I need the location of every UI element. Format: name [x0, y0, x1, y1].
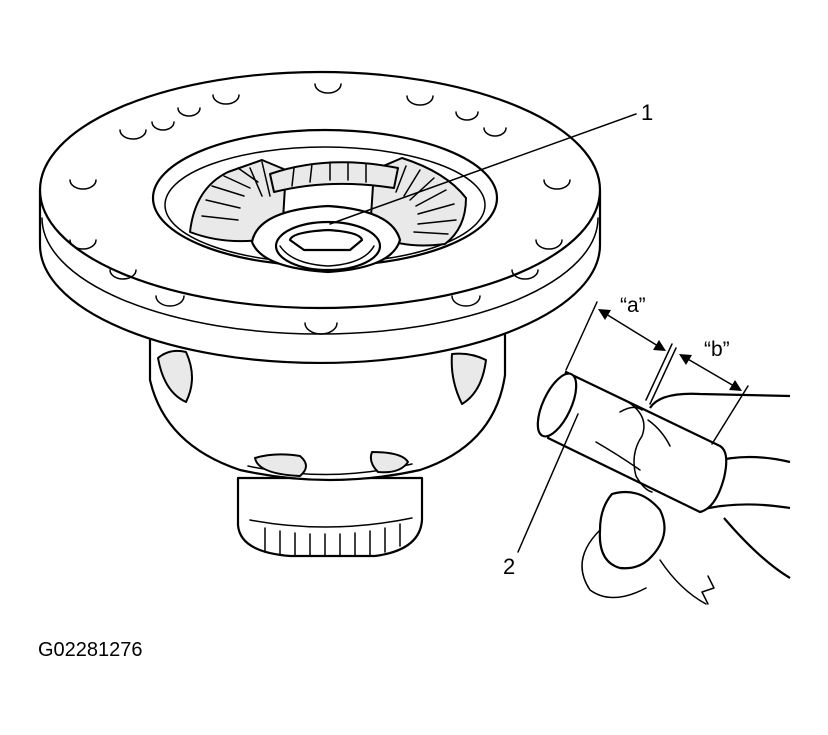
flange-bolt-holes [69, 83, 571, 335]
hand [581, 392, 791, 605]
case-body [148, 328, 507, 482]
dimension-arrow-a [598, 309, 666, 351]
callout-1-label: 1 [641, 100, 653, 125]
dimension-arrow-b [679, 354, 742, 391]
pinion-shaft-in-hand [536, 301, 791, 605]
figure-code: G02281276 [38, 639, 143, 661]
dimension-a-label: “a” [620, 294, 646, 317]
dimension-guides [565, 301, 749, 445]
dimension-b-label: “b” [704, 338, 730, 361]
differential-gears [189, 157, 467, 274]
differential-case [38, 70, 602, 558]
bottom-bearing [236, 476, 424, 558]
callout-2-label: 2 [503, 554, 515, 579]
pinion-shaft [536, 370, 728, 514]
leader-lines [329, 113, 637, 553]
